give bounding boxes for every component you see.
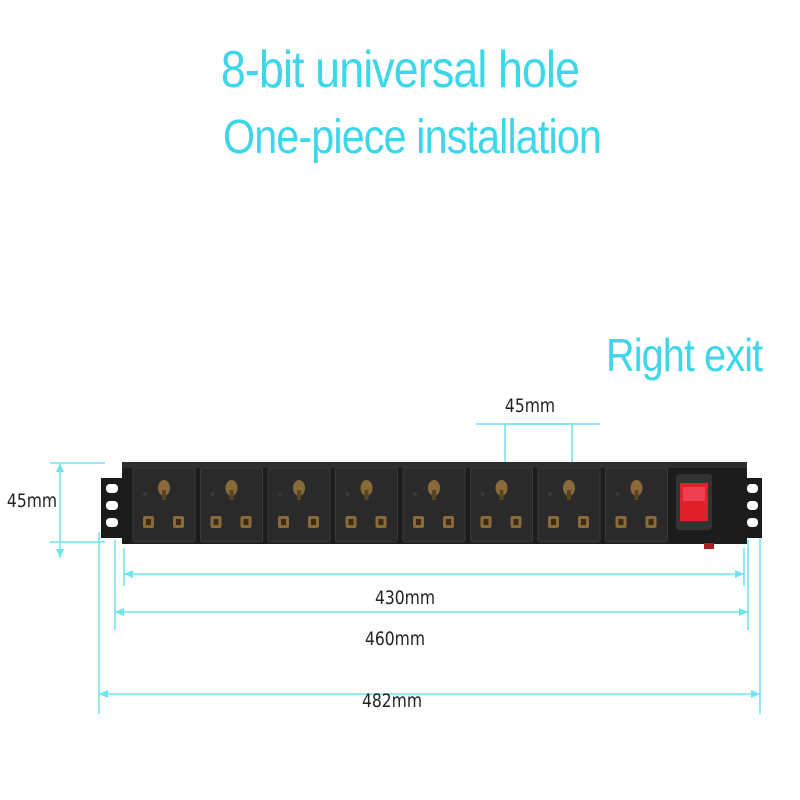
- socket-outlet[interactable]: [402, 467, 466, 543]
- power-switch[interactable]: [676, 474, 712, 530]
- headline-subtitle: One-piece installation: [222, 111, 602, 164]
- dim-label-482: 482mm: [361, 690, 423, 712]
- headline-title: 8-bit universal hole: [220, 41, 580, 99]
- socket-outlet[interactable]: [132, 467, 196, 543]
- dimension-arrows: [56, 463, 760, 698]
- socket-outlet[interactable]: [537, 467, 601, 543]
- cable-exit: [704, 543, 714, 549]
- left-bracket: [101, 478, 124, 538]
- socket-outlet[interactable]: [267, 467, 331, 543]
- dim-label-460: 460mm: [364, 628, 426, 650]
- dim-label-height: 45mm: [6, 490, 58, 512]
- dimension-lines: [50, 423, 761, 714]
- socket-outlet[interactable]: [605, 467, 668, 543]
- socket-outlet[interactable]: [470, 467, 533, 543]
- socket-outlet[interactable]: [200, 467, 263, 543]
- right-bracket: [744, 478, 762, 538]
- right-exit-label: Right exit: [606, 329, 763, 381]
- socket-row: [132, 467, 668, 543]
- dim-label-430: 430mm: [374, 587, 436, 609]
- pdu-body-top-edge: [122, 462, 747, 468]
- dim-label-socket-pitch: 45mm: [504, 395, 556, 417]
- socket-outlet[interactable]: [335, 467, 398, 543]
